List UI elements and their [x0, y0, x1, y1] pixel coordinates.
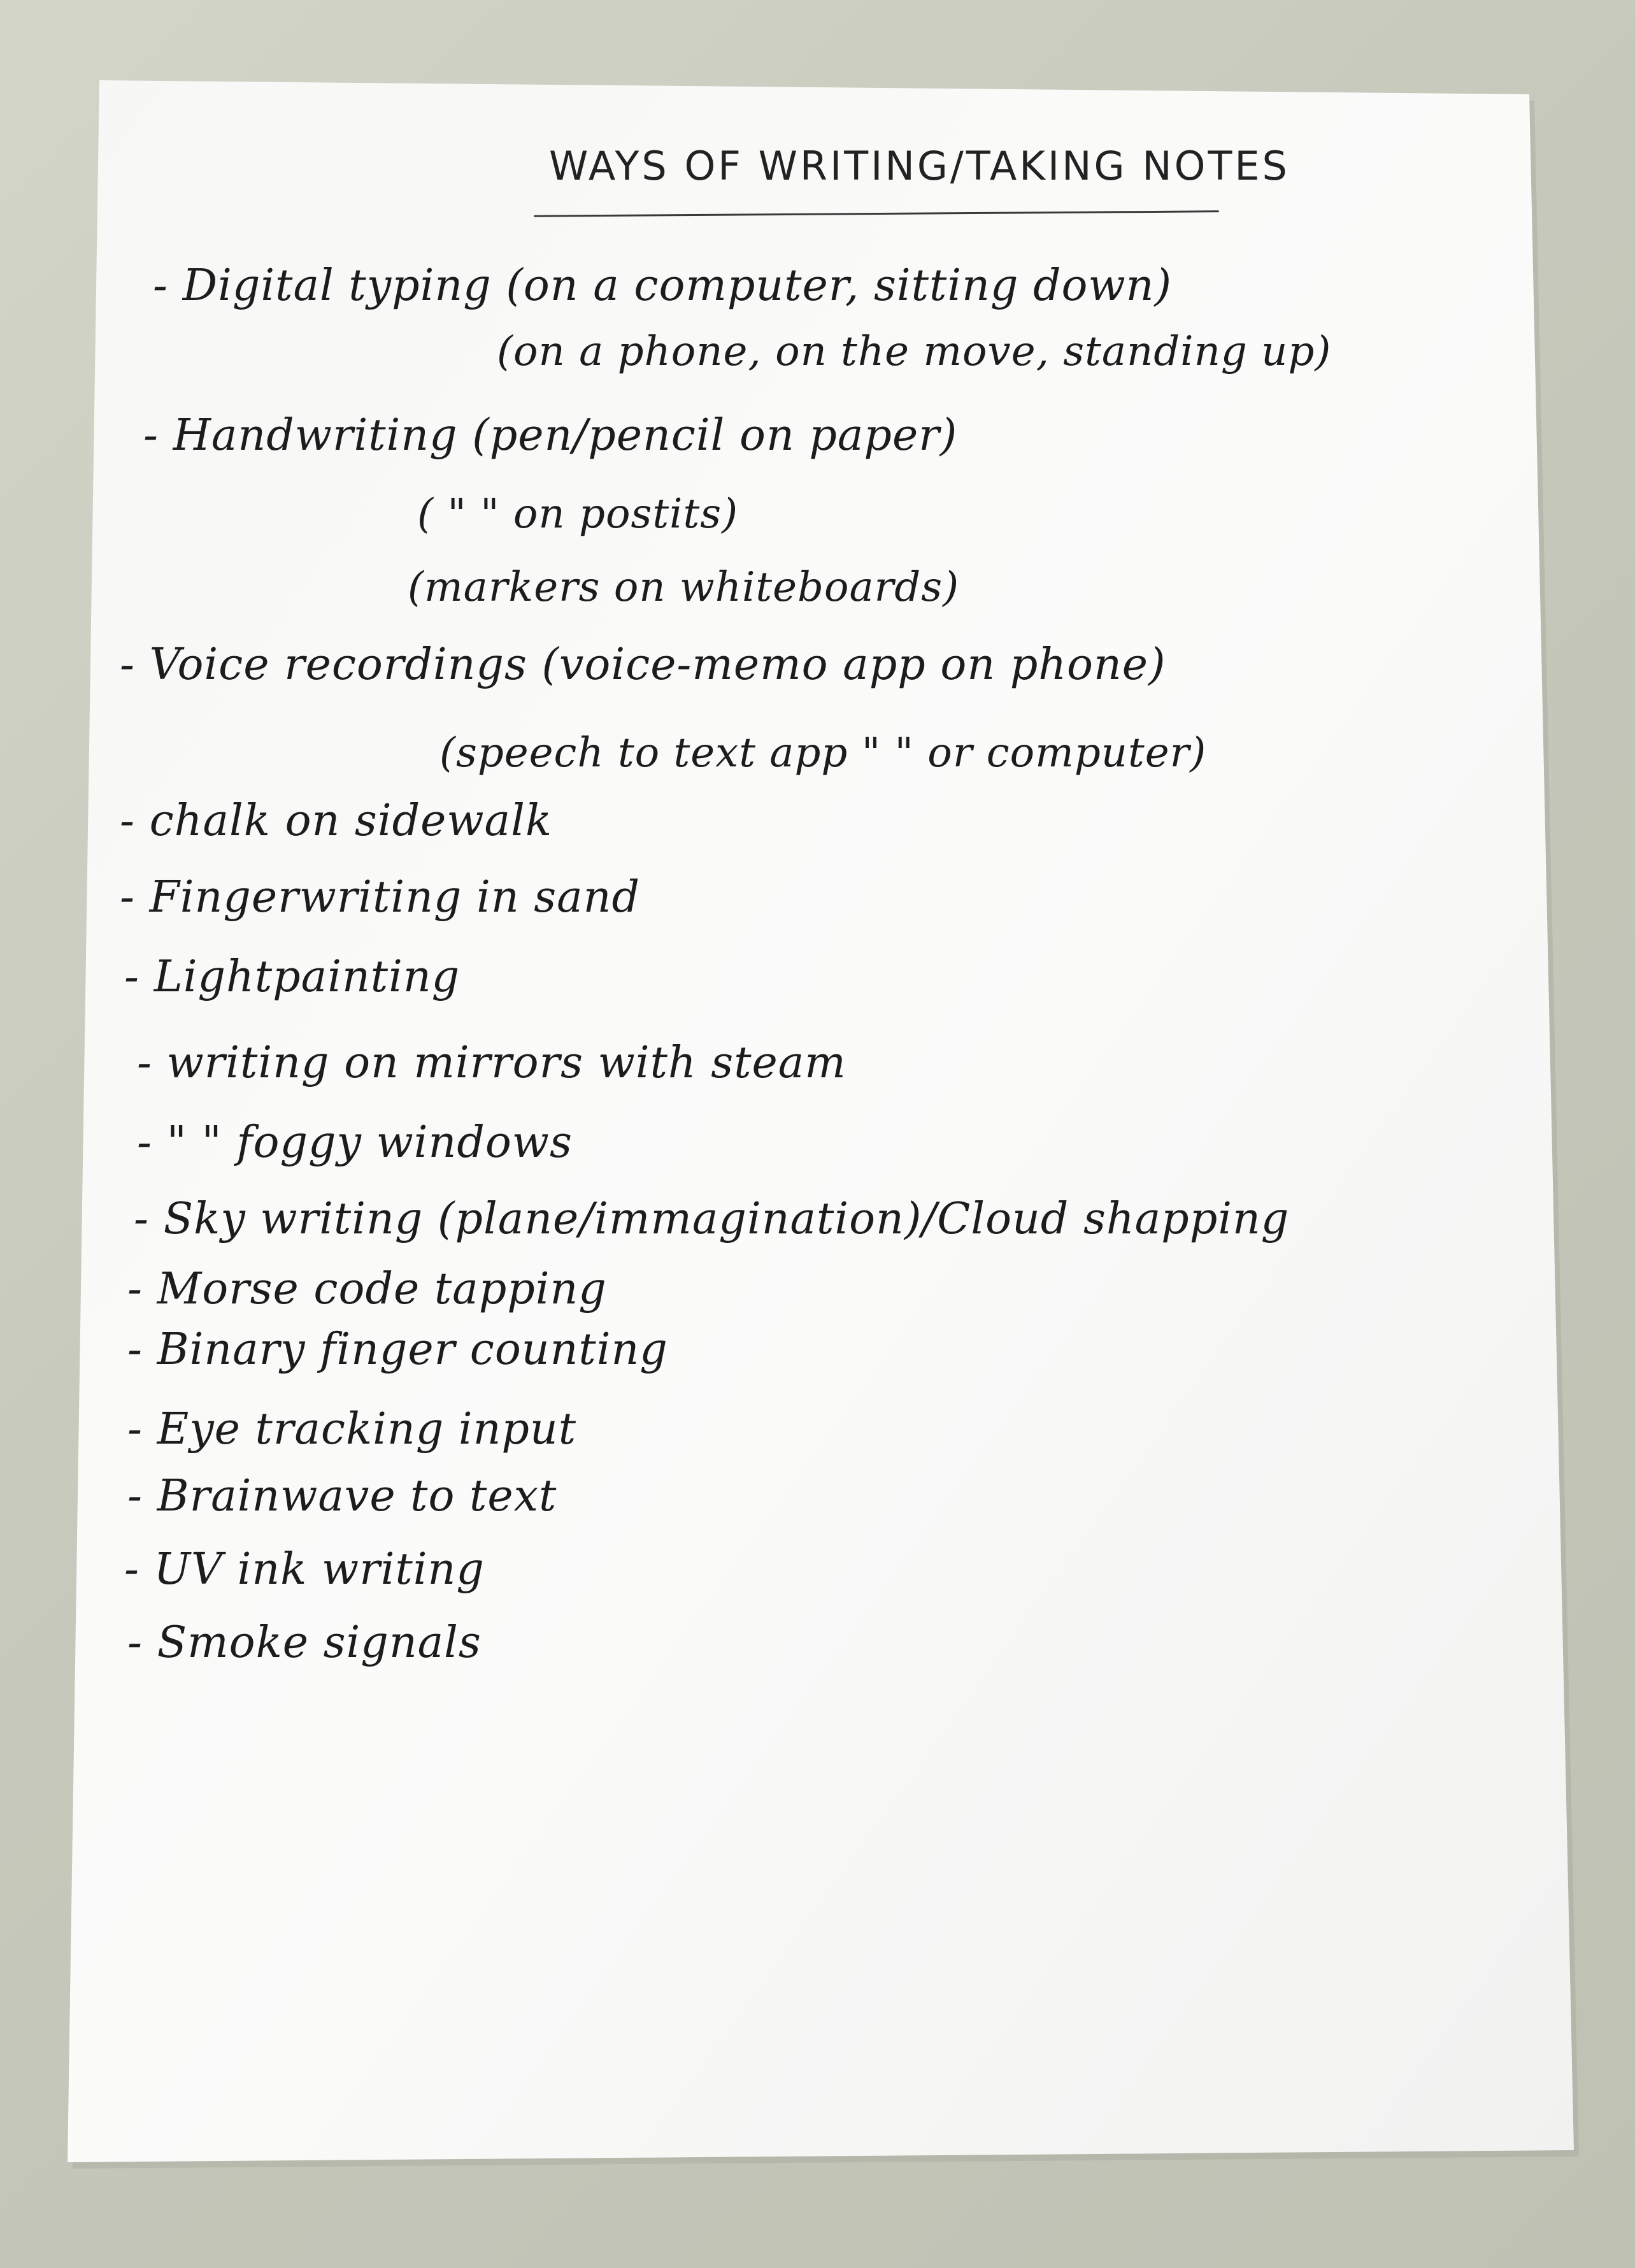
list-item-chalk: - chalk on sidewalk — [120, 796, 553, 846]
list-item-voice-recordings: - Voice recordings (voice-memo app on ph… — [120, 640, 1166, 690]
list-item-digital-typing: - Digital typing (on a computer, sitting… — [153, 261, 1173, 311]
list-item-binary-finger: - Binary finger counting — [127, 1324, 668, 1375]
list-subitem: (speech to text app " " or computer) — [439, 729, 1207, 777]
page-title: WAYS OF WRITING/TAKING NOTES — [549, 143, 1290, 189]
list-subitem: ( " " on postits) — [417, 491, 739, 538]
list-item-lightpainting: - Lightpainting — [124, 952, 461, 1002]
list-item-eye-tracking: - Eye tracking input — [127, 1404, 577, 1454]
list-subitem: (on a phone, on the move, standing up) — [497, 328, 1332, 375]
list-item-fingerwriting: - Fingerwriting in sand — [120, 872, 640, 922]
list-item-handwriting: - Handwriting (pen/pencil on paper) — [143, 410, 958, 461]
list-item-smoke-signals: - Smoke signals — [127, 1618, 482, 1668]
list-item-uv-ink: - UV ink writing — [124, 1544, 485, 1595]
list-item-mirror-steam: - writing on mirrors with steam — [137, 1038, 846, 1088]
list-item-sky-writing: - Sky writing (plane/immagination)/Cloud… — [134, 1194, 1290, 1244]
list-subitem: (markers on whiteboards) — [408, 564, 960, 611]
list-item-foggy-windows: - " " foggy windows — [137, 1117, 573, 1168]
list-item-brainwave: - Brainwave to text — [127, 1471, 557, 1521]
list-item-morse-code: - Morse code tapping — [127, 1264, 607, 1314]
